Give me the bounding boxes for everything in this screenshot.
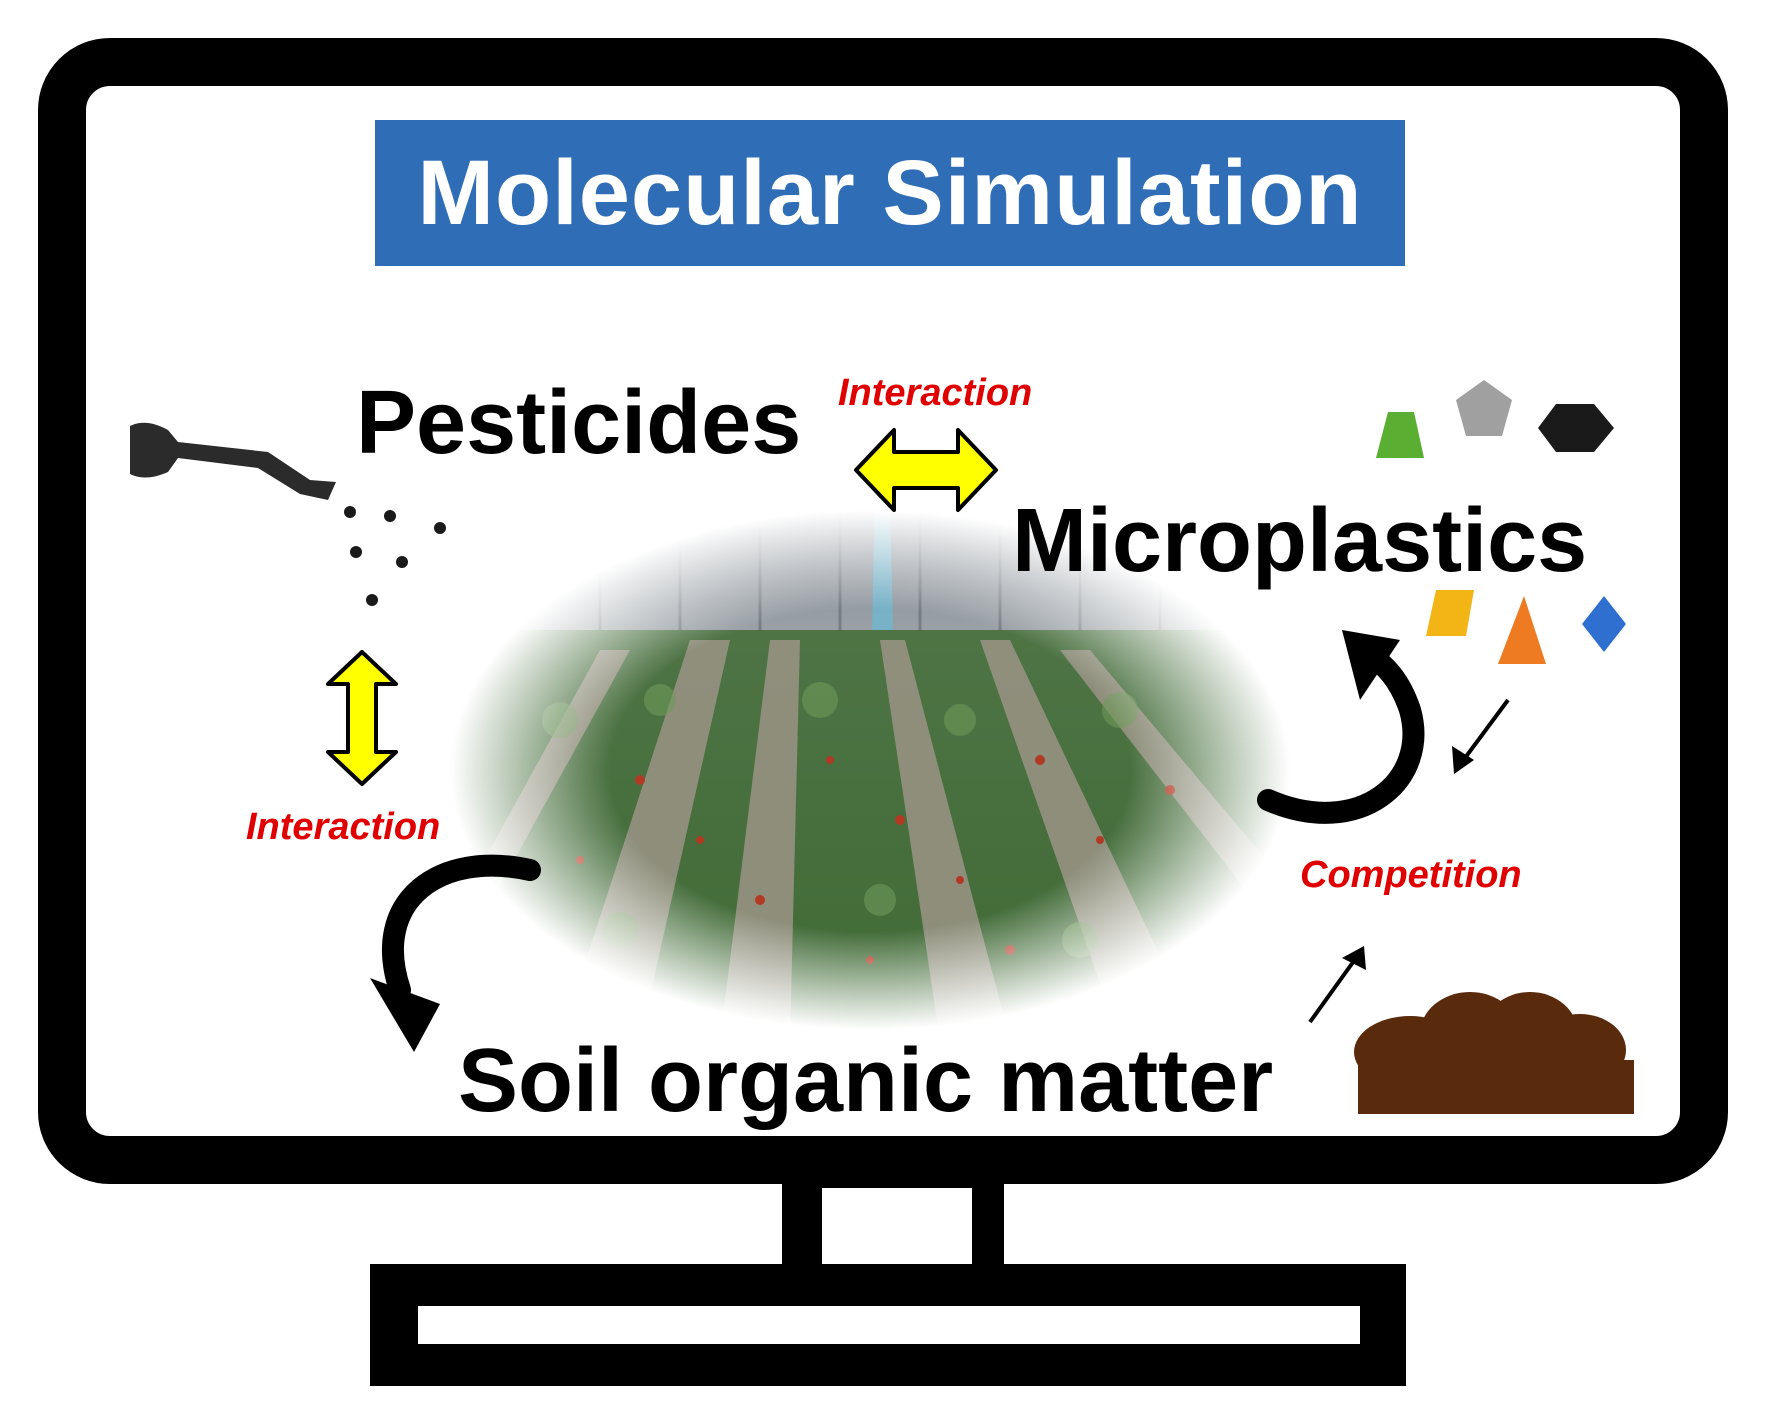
curved-arrow-to-soil: [370, 854, 541, 1052]
yellow-parallelogram-particle: [1426, 590, 1474, 636]
blue-diamond-particle: [1582, 596, 1626, 652]
pesticides-label: Pesticides: [356, 373, 802, 473]
black-hexagon-particle: [1538, 404, 1614, 452]
diagram-title: Molecular Simulation: [417, 141, 1363, 244]
orange-triangle-particle: [1498, 596, 1546, 664]
competition-arrow-from-soil: [1308, 946, 1366, 1024]
title-banner: Molecular Simulation: [375, 120, 1405, 266]
strawberry-field-image: [440, 500, 1300, 1040]
double-arrow-horizontal: [854, 428, 998, 512]
interaction-label-left: Interaction: [246, 806, 441, 848]
interaction-label-top: Interaction: [838, 372, 1033, 414]
competition-label: Competition: [1300, 854, 1522, 896]
monitor-icon: [38, 38, 1728, 1386]
soil-pile-icon: [1354, 992, 1634, 1114]
green-trapezoid-particle: [1376, 412, 1424, 458]
soil-organic-matter-label: Soil organic matter: [458, 1031, 1274, 1131]
sprayer-icon: [130, 422, 446, 606]
microplastics-label: Microplastics: [1012, 491, 1588, 591]
gray-pentagon-particle: [1456, 380, 1512, 436]
competition-arrow-from-microplastics: [1452, 698, 1510, 774]
microplastic-particles-icon: [1376, 380, 1626, 664]
curved-arrow-to-microplastics: [1257, 630, 1425, 824]
double-arrow-vertical: [326, 650, 398, 786]
